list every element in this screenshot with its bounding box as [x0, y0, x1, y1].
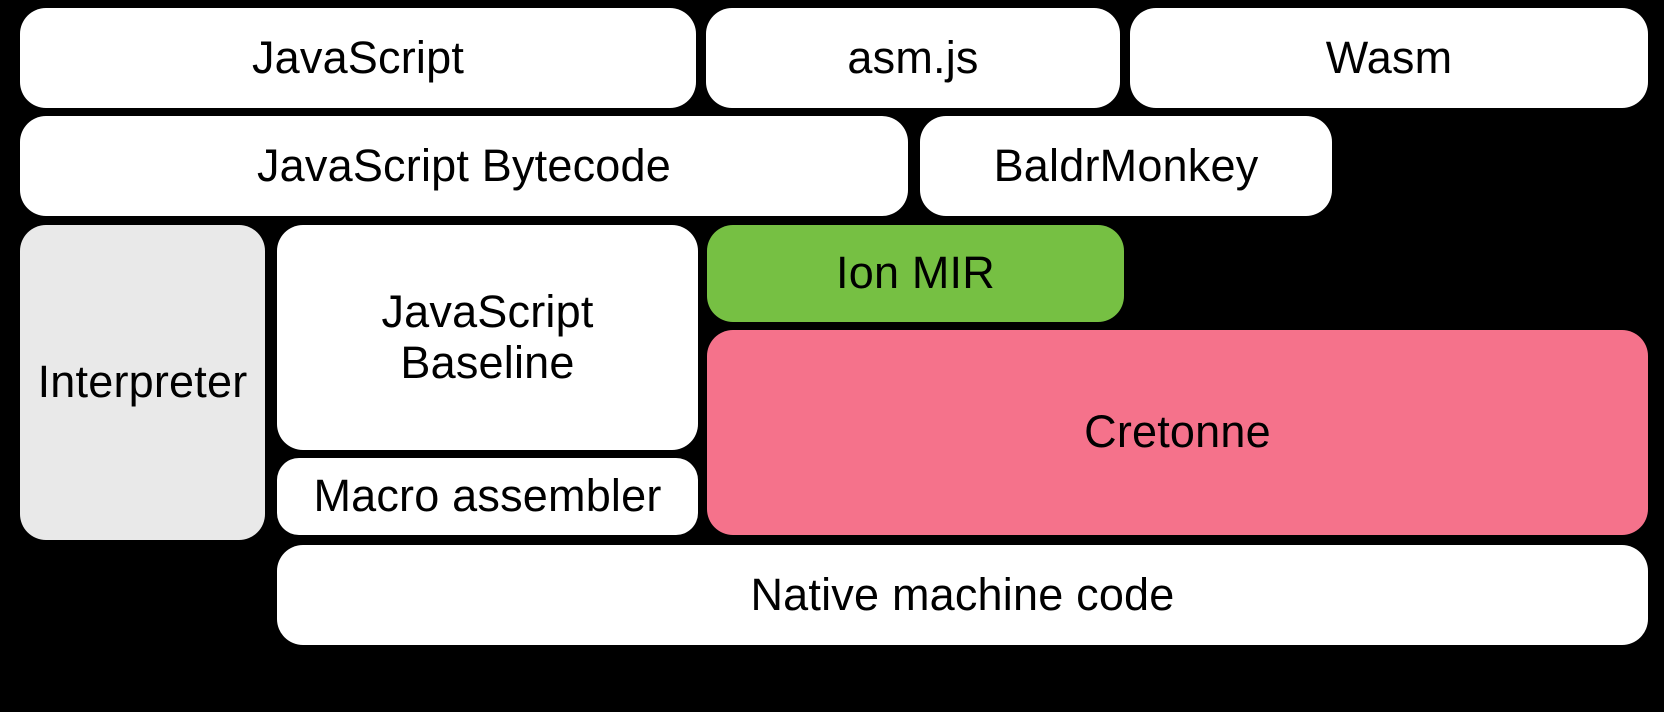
box-cretonne-label: Cretonne: [1084, 406, 1271, 458]
box-wasm[interactable]: Wasm: [1130, 8, 1648, 108]
box-baldrmonkey-label: BaldrMonkey: [993, 139, 1259, 191]
box-native-machine-code-label: Native machine code: [750, 568, 1175, 620]
box-interpreter-label: Interpreter: [37, 356, 248, 408]
box-javascript[interactable]: JavaScript: [20, 8, 696, 108]
box-wasm-label: Wasm: [1325, 31, 1453, 83]
box-interpreter[interactable]: Interpreter: [20, 225, 265, 540]
box-javascript-baseline-label: JavaScript Baseline: [381, 286, 594, 388]
box-asm-js-label: asm.js: [847, 31, 979, 83]
box-cretonne[interactable]: Cretonne: [707, 330, 1648, 535]
box-javascript-baseline[interactable]: JavaScript Baseline: [277, 225, 698, 450]
box-native-machine-code[interactable]: Native machine code: [277, 545, 1648, 645]
box-macro-assembler[interactable]: Macro assembler: [277, 458, 698, 535]
box-javascript-label: JavaScript: [251, 31, 465, 83]
box-ion-mir[interactable]: Ion MIR: [707, 225, 1124, 322]
box-baldrmonkey[interactable]: BaldrMonkey: [920, 116, 1332, 216]
box-asm-js[interactable]: asm.js: [706, 8, 1120, 108]
box-macro-assembler-label: Macro assembler: [313, 470, 662, 522]
box-ion-mir-label: Ion MIR: [836, 247, 995, 299]
box-javascript-bytecode[interactable]: JavaScript Bytecode: [20, 116, 908, 216]
box-javascript-bytecode-label: JavaScript Bytecode: [256, 139, 671, 191]
